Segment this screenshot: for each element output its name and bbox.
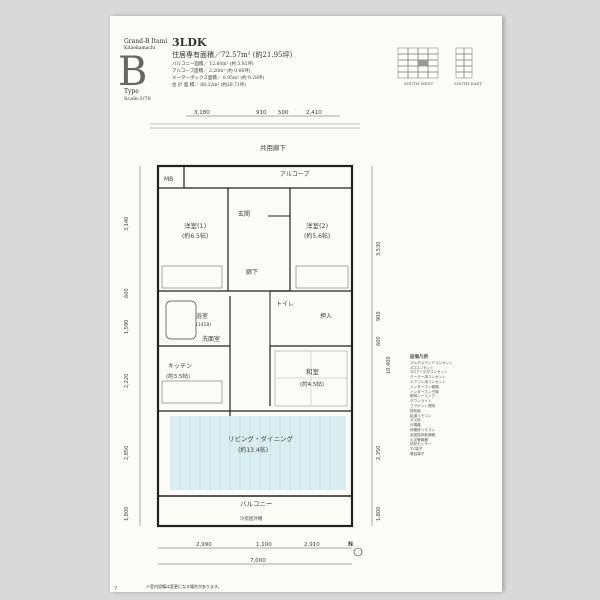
dim-right-5: 1,800 (376, 507, 382, 521)
key-map: SOUTH WEST SOUTH EAST (397, 47, 482, 86)
dim-right-2: 900 (376, 311, 382, 321)
type-letter: B (118, 49, 148, 95)
page-number: 7 (114, 586, 118, 592)
bath-size: (1418) (196, 322, 211, 328)
dim-right-1: 3,530 (376, 242, 382, 256)
dim-right-4: 2,350 (376, 446, 382, 460)
entrance-label: 玄関 (238, 210, 250, 218)
dim-bottom-1: 2,990 (196, 542, 212, 548)
dim-top-1: 3,180 (194, 110, 210, 116)
legend-item: TV端子 (410, 447, 423, 452)
bath-label: 浴室 (196, 312, 208, 320)
area-main: 住居専有面積／72.57m² (約21.95坪) (172, 51, 293, 59)
scale-label: Scale:1/70 (124, 96, 151, 102)
dim-bottom-3: 2,910 (304, 542, 320, 548)
western1-label: 洋室(1) (184, 221, 206, 230)
legend-item: 床暖房リモコン (410, 427, 436, 432)
storage-label: 押入 (320, 312, 332, 320)
type-label: Type (124, 88, 139, 95)
dim-left-1: 3,140 (124, 217, 130, 231)
dim-left-4: 2,220 (124, 374, 130, 388)
legend-item: ガス栓 (410, 418, 421, 423)
mb-label: MB (164, 176, 173, 183)
legend-item: インターホン子機 (410, 389, 439, 394)
legend-item: 換気扇 (410, 408, 421, 413)
floor-plan: 3,180 910 500 2,410 共用廊下 MB アルコーブ (124, 110, 392, 565)
hall-label: 廊下 (246, 268, 258, 276)
corridor-label: 共用廊下 (260, 143, 287, 152)
dim-top-4: 2,410 (306, 110, 322, 116)
legend-item: 防犯センサー (410, 442, 432, 447)
dim-bottom-2: 1,100 (256, 542, 272, 548)
legend-item: 2口コンセント (410, 365, 434, 370)
floorplan-page: Grand-B Itami Kitaokamachi B Type Scale:… (110, 16, 502, 592)
plan-type: 3LDK (172, 36, 207, 49)
japanese-label: 和室 (306, 367, 320, 376)
ac-note: 冷房屋外機 (240, 515, 263, 522)
legend-item: エアコン用コンセント (410, 379, 446, 384)
area-alcove: アルコーブ面積／ 2.20m² (約 0.66坪) (172, 69, 251, 74)
dim-left-6: 1,800 (124, 507, 130, 521)
toilet-label: トイレ (276, 301, 294, 308)
area-balcony: バルコニー面積／ 12.60m² (約 3.81坪) (172, 62, 254, 67)
dim-left-3: 1,590 (124, 320, 130, 334)
north-label: N (348, 541, 353, 548)
dim-top-3: 500 (278, 110, 289, 116)
western2-size: (約5.6帖) (304, 232, 330, 240)
living-size: (約13.4帖) (238, 446, 268, 454)
legend-item: 分電盤 (410, 423, 421, 428)
western1-size: (約6.5帖) (182, 232, 208, 240)
dim-bottom-total: 7,000 (250, 558, 266, 564)
legend-item: 浴室換気乾燥機 (410, 432, 436, 437)
area-meterbox: メーターボックス面積／ 0.95m² (約 0.28坪) (172, 76, 265, 81)
japanese-size: (約4.5帖) (300, 380, 324, 388)
balcony-label: バルコニー (240, 500, 272, 508)
dim-top-2: 910 (256, 110, 267, 116)
legend-item: インターホン親機 (410, 384, 439, 389)
legend-item: 給湯リモコン (410, 413, 432, 418)
dim-left-2: 600 (124, 288, 130, 298)
western2-label: 洋室(2) (306, 221, 328, 230)
legend-item: ブラケット照明 (410, 403, 436, 408)
legend-item: マルチメディアコンセント (410, 360, 453, 365)
legend-item: ダウンライト (410, 399, 432, 404)
brand-name: Grand-B Itami Kitaokamachi (124, 38, 168, 51)
alcove-label: アルコーブ (280, 170, 309, 178)
dim-right-total: 10,400 (386, 357, 392, 375)
legend-item: 火災警報器 (410, 437, 428, 442)
kitchen-label: キッチン (168, 363, 192, 370)
keymap-se-label: SOUTH EAST (454, 81, 482, 86)
kitchen-size: (約3.5帖) (166, 372, 190, 380)
area-total: 合 計 面 積／ 88.32m² (約26.71坪) (172, 83, 246, 88)
legend-item: 照明シーリング (410, 394, 436, 399)
equipment-legend: 設備凡例 マルチメディアコンセント 2口コンセント 1口アース付コンセント クー… (410, 355, 453, 457)
dim-left-5: 2,850 (124, 446, 130, 460)
living-label: リビング・ダイニング (228, 434, 294, 443)
dim-right-3: 600 (376, 336, 382, 346)
keymap-sw-label: SOUTH WEST (404, 81, 434, 86)
legend-title: 設備凡例 (410, 355, 428, 360)
legend-item: 1口アース付コンセント (410, 370, 448, 375)
legend-item: 電話端子 (410, 451, 425, 456)
legend-item: クーラー用コンセント (410, 375, 446, 380)
footnote: ※室内設備は変更になる場合があります。 (146, 584, 222, 589)
washroom-label: 洗面室 (202, 335, 220, 343)
